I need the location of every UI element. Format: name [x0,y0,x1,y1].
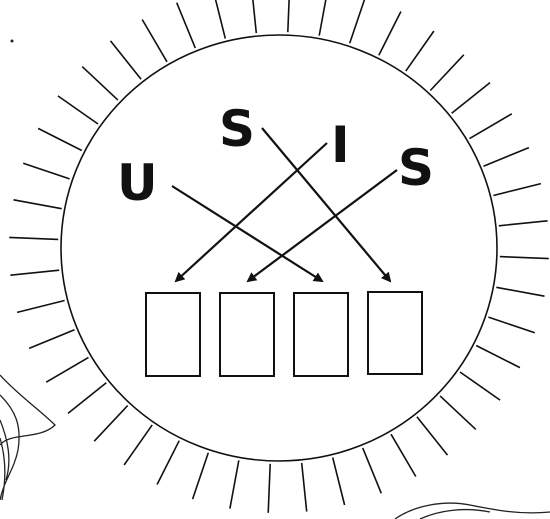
letter-1: U [117,154,158,212]
letter-3: I [331,116,350,174]
letter-to-box-arrow [176,143,327,281]
sun-ray [496,287,544,296]
sun-ray [406,31,434,71]
sun-ray [288,0,290,32]
sun-ray [302,463,307,512]
sun-ray [10,270,59,275]
letter-to-box-arrow [262,128,390,281]
sun-ray [440,396,476,430]
sun-ray [319,0,328,36]
sun-ray [500,257,549,259]
sun-ray [58,96,98,124]
sun-ray [68,383,106,414]
sun-ray [417,417,448,455]
sun-ray [430,55,464,91]
sun-ray [193,453,209,499]
sun-ray [333,458,345,506]
sun-ray [484,148,529,167]
sun-ray [493,184,541,196]
answer-box[interactable] [294,293,348,376]
answer-box[interactable] [368,292,422,374]
sun-ray [391,434,416,476]
answer-box[interactable] [220,293,274,376]
sun-ray [23,163,69,179]
sun-circle [61,35,497,461]
sun-ray [124,425,152,465]
sun-ray [470,114,512,139]
sun-ray [111,41,142,79]
sun-ray [499,221,548,226]
sun-ray [46,357,88,382]
sun-ray [17,301,65,313]
sun-ray [268,464,270,513]
sun-ray [38,128,82,150]
sun-ray [94,406,128,442]
sun-ray [230,460,239,508]
arrows [172,128,397,281]
answer-boxes [146,292,422,376]
sun-ray [251,0,256,33]
sun-ray [9,237,58,239]
sun-ray [29,330,74,349]
sun-ray [452,83,490,114]
sun-ray [82,67,118,101]
sun-rays [9,0,549,513]
sun-ray [177,3,196,48]
sun-ray [379,12,401,56]
scribble-bottom-right [395,503,550,519]
scrambled-letters: U S I S [117,100,434,212]
sun-ray [460,372,500,400]
sun-ray [142,20,167,62]
dot-top-left [11,40,14,43]
sun-ray [157,441,179,485]
answer-box[interactable] [146,293,200,376]
letter-4: S [398,139,434,197]
letter-to-box-arrow [172,186,322,281]
sun-ray [350,0,366,43]
sun-ray [363,448,382,493]
letter-2: S [219,100,255,158]
sun-ray [14,200,62,209]
sun-ray [488,317,534,333]
sun-ray [213,0,225,39]
scribble-left [0,375,55,500]
sun-ray [476,346,520,368]
background-scribbles [0,40,550,519]
